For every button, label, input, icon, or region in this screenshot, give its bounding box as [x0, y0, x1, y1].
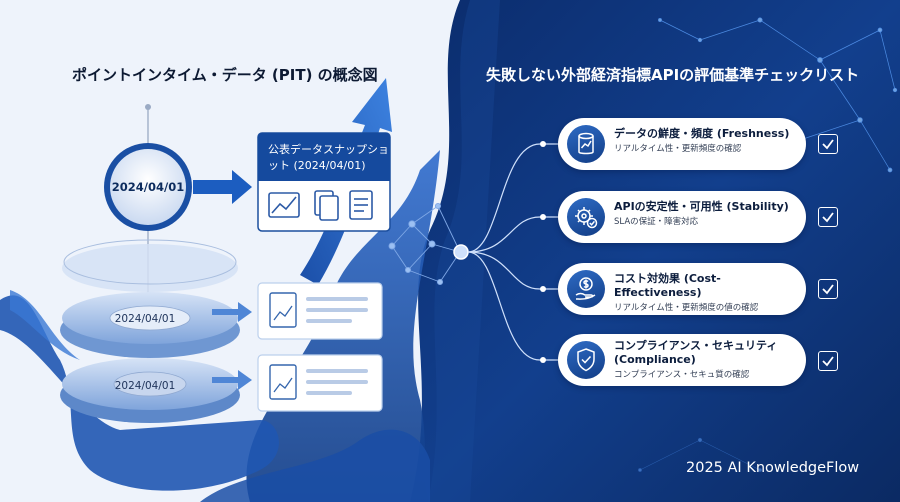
- check-icon: [822, 284, 834, 295]
- snapshot-icons: [268, 190, 373, 221]
- check-icon: [822, 139, 834, 150]
- check-icon: [822, 212, 834, 223]
- dollar-hand-icon: [567, 270, 605, 308]
- network-decoration: [658, 17, 898, 173]
- checklist-item-title: データの鮮度・頻度 (Freshness): [614, 127, 790, 140]
- checkbox-freshness[interactable]: [818, 134, 838, 154]
- checklist-item-stability: APIの安定性・可用性 (Stability) SLAの保証・障害対応: [558, 191, 806, 243]
- doc-card-2: [257, 354, 383, 412]
- checkbox-compliance[interactable]: [818, 351, 838, 371]
- checklist-item-title: APIの安定性・可用性 (Stability): [614, 200, 789, 213]
- layer-date-2: 2024/04/01: [114, 380, 176, 392]
- shield-check-icon: [567, 341, 605, 379]
- checkbox-cost[interactable]: [818, 279, 838, 299]
- footer-credit: 2025 AI KnowledgeFlow: [686, 460, 860, 476]
- snapshot-title: 公表データスナップショット (2024/04/01): [268, 143, 389, 172]
- checklist-item-title: コスト対効果 (Cost-Effectiveness): [614, 272, 721, 299]
- checklist-connectors: [467, 143, 558, 361]
- left-title: ポイントインタイム・データ (PIT) の概念図: [72, 66, 378, 84]
- checklist-item-subtitle: SLAの保証・障害対応: [614, 217, 699, 227]
- doc-card-1: [257, 282, 383, 340]
- checklist-item-cost: コスト対効果 (Cost-Effectiveness) リアルタイム性・更新頻度…: [558, 263, 806, 315]
- checklist-item-freshness: データの鮮度・頻度 (Freshness) リアルタイム性・更新頻度の確認: [558, 118, 806, 170]
- checklist-item-subtitle: リアルタイム性・更新頻度の確認: [614, 144, 742, 154]
- checklist-item-subtitle: コンプライアンス・セキュ質の確認: [614, 370, 750, 380]
- main-date-label: 2024/04/01: [111, 180, 185, 194]
- arrow-to-snapshot: [193, 170, 252, 204]
- checklist-item-subtitle: リアルタイム性・更新頻度の値の確認: [614, 303, 759, 313]
- right-title: 失敗しない外部経済指標APIの評価基準チェックリスト: [486, 66, 860, 84]
- checklist-item-title: コンプライアンス・セキュリティ (Compliance): [614, 339, 778, 366]
- check-icon: [822, 356, 834, 367]
- checklist-item-compliance: コンプライアンス・セキュリティ (Compliance) コンプライアンス・セキ…: [558, 334, 806, 386]
- database-chart-icon: [567, 125, 605, 163]
- gear-check-icon: [567, 198, 605, 236]
- layer-date-1: 2024/04/01: [114, 313, 176, 325]
- checkbox-stability[interactable]: [818, 207, 838, 227]
